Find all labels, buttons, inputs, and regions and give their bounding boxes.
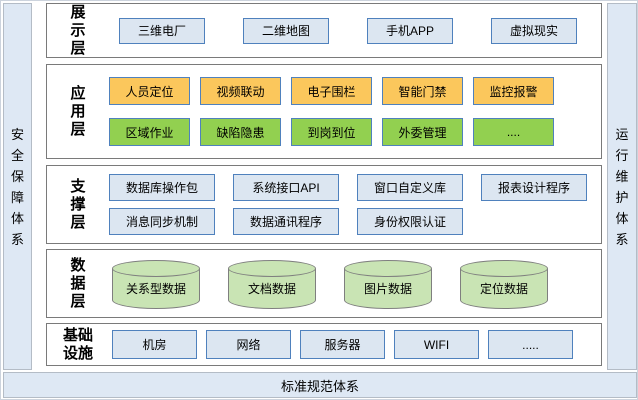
layer-support-boxes: 数据库操作包系统接口API 窗口自定义库报表设计程序消息同步机制数据通讯程序身份权… (109, 166, 601, 243)
diagram-box: 缺陷隐患 (200, 118, 281, 146)
box-row: 区域作业缺陷隐患到岗到位外委管理.... (109, 118, 601, 146)
layer-presentation-boxes: 三维电厂 二维地图 手机APP 虚拟现实 (109, 4, 601, 57)
database-cylinder: 图片数据 (344, 259, 432, 309)
cylinder-label: 图片数据 (363, 281, 412, 296)
layer-label-presentation: 展示层 (70, 3, 86, 57)
diagram-box: 网络 (206, 330, 291, 359)
left-frame-bar: 安全保障体系 (3, 3, 32, 370)
diagram-box: .... (473, 118, 554, 146)
layer-application: 应用层 人员定位视频联动电子围栏智能门禁监控报警区域作业缺陷隐患到岗到位外委管理… (46, 64, 602, 159)
diagram-box: 服务器 (300, 330, 385, 359)
diagram-box: 监控报警 (473, 77, 554, 105)
diagram-box: 电子围栏 (291, 77, 372, 105)
diagram-box: 虚拟现实 (491, 17, 577, 44)
bottom-frame-bar: 标准规范体系 (3, 372, 637, 398)
database-cylinder: 关系型数据 (112, 259, 200, 309)
box-row: 人员定位视频联动电子围栏智能门禁监控报警 (109, 77, 601, 105)
layer-application-boxes: 人员定位视频联动电子围栏智能门禁监控报警区域作业缺陷隐患到岗到位外委管理.... (109, 65, 601, 158)
cylinder-label: 文档数据 (247, 281, 296, 296)
right-frame-bar: 运行维护体系 (607, 3, 637, 370)
diagram-box: 人员定位 (109, 77, 190, 105)
diagram-box: ..... (488, 330, 573, 359)
layer-label-infrastructure: 基础设施 (62, 326, 93, 362)
layer-label-data: 数据层 (70, 256, 86, 310)
diagram-box: 视频联动 (200, 77, 281, 105)
diagram-box: WIFI (394, 330, 479, 359)
box-row: 机房网络服务器 WIFI..... (112, 330, 601, 359)
diagram-box: 到岗到位 (291, 118, 372, 146)
box-row: 关系型数据 文档数据 图片数据 定位数据 (112, 259, 601, 309)
bottom-frame-label: 标准规范体系 (280, 378, 359, 394)
diagram-box: 窗口自定义库 (357, 174, 463, 201)
diagram-box: 外委管理 (382, 118, 463, 146)
diagram-box: 数据通讯程序 (233, 208, 339, 235)
box-row: 消息同步机制数据通讯程序身份权限认证 (109, 208, 601, 235)
layer-label-application: 应用层 (70, 84, 86, 138)
layer-support: 支撑层 数据库操作包系统接口API 窗口自定义库报表设计程序消息同步机制数据通讯程… (46, 165, 602, 244)
diagram-box: 二维地图 (243, 17, 329, 44)
box-row: 三维电厂 二维地图 手机APP 虚拟现实 (109, 17, 601, 44)
diagram-box: 系统接口API (233, 174, 339, 201)
cylinder-label: 定位数据 (479, 281, 528, 296)
layer-data: 数据层 关系型数据 文档数据 图片数据 定位数据 (46, 249, 602, 318)
diagram-box: 数据库操作包 (109, 174, 215, 201)
left-frame-label: 安全保障体系 (10, 126, 24, 247)
layer-label-support: 支撑层 (70, 177, 86, 231)
diagram-box: 智能门禁 (382, 77, 463, 105)
diagram-box: 消息同步机制 (109, 208, 215, 235)
layer-data-cylinders: 关系型数据 文档数据 图片数据 定位数据 (109, 250, 601, 317)
layer-presentation: 展示层 三维电厂 二维地图 手机APP 虚拟现实 (46, 3, 602, 58)
diagram-box: 报表设计程序 (481, 174, 587, 201)
database-cylinder: 文档数据 (228, 259, 316, 309)
diagram-box: 区域作业 (109, 118, 190, 146)
diagram-box: 三维电厂 (119, 17, 205, 44)
box-row: 数据库操作包系统接口API 窗口自定义库报表设计程序 (109, 174, 601, 201)
database-cylinder: 定位数据 (460, 259, 548, 309)
cylinder-label: 关系型数据 (125, 281, 186, 296)
layer-infrastructure-boxes: 机房网络服务器 WIFI..... (109, 324, 601, 365)
diagram-box: 手机APP (367, 17, 453, 44)
right-frame-label: 运行维护体系 (615, 126, 629, 247)
layer-infrastructure: 基础设施 机房网络服务器 WIFI..... (46, 323, 602, 366)
diagram-box: 身份权限认证 (357, 208, 463, 235)
diagram-box: 机房 (112, 330, 197, 359)
